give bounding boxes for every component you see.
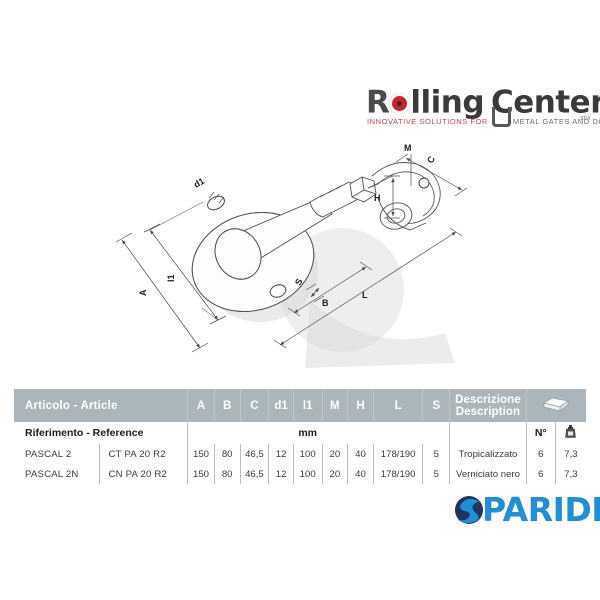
box-icon	[543, 396, 570, 413]
dim-label-H: H	[374, 193, 381, 203]
column-header-packaging	[526, 389, 586, 422]
dim-label-C: C	[425, 154, 437, 165]
cell-description: Verniciato nero	[449, 464, 527, 484]
specification-table: Articolo - Article A B C d1 l1 M H L S D…	[14, 389, 586, 484]
cell-B: 80	[213, 464, 240, 484]
dim-label-L: L	[362, 290, 368, 300]
column-header-L: L	[373, 389, 424, 422]
cell-d1: 12	[268, 444, 294, 464]
subheader-spacer-desc	[449, 422, 527, 444]
description-label-it: Descrizione	[455, 393, 521, 406]
weight-icon	[565, 425, 577, 438]
paride-wordmark: PARIDE	[482, 489, 600, 529]
column-header-d1: d1	[268, 389, 294, 422]
cell-B: 80	[213, 444, 240, 464]
cell-M: 20	[321, 444, 348, 464]
technical-drawing: .dl{stroke:#4d4d4d;stroke-width:0.7;fill…	[110, 140, 480, 370]
cell-A: 150	[187, 464, 215, 484]
column-header-description: Descrizione Description	[449, 389, 527, 422]
legal-suffix: SPA	[580, 116, 591, 122]
cell-H: 40	[347, 444, 374, 464]
cell-quantity: 6	[526, 464, 556, 484]
dim-label-l1: l1	[166, 274, 176, 282]
paride-logo: PARIDE	[452, 489, 600, 529]
dim-label-A: A	[138, 289, 148, 296]
cell-article: PASCAL 2N	[14, 464, 100, 484]
table-row[interactable]: PASCAL 2N CN PA 20 R2 150 80 46,5 12 100…	[14, 464, 586, 484]
subheader-spacer-L	[373, 422, 423, 444]
table-subheader-row: Riferimento - Reference mm N°	[14, 422, 586, 444]
cell-S: 5	[422, 464, 451, 484]
hook-icon	[491, 107, 511, 127]
brand-name-part1: R	[366, 84, 390, 121]
cell-L: 178/190	[372, 464, 423, 484]
subheader-quantity: N°	[526, 422, 556, 444]
description-label-en: Description	[455, 405, 521, 418]
cell-M: 20	[321, 464, 348, 484]
tagline-right: METAL GATES AND DOORS	[512, 117, 600, 126]
column-header-l1: l1	[293, 389, 323, 422]
target-icon	[389, 93, 411, 115]
column-header-C: C	[240, 389, 270, 422]
cell-d1: 12	[268, 464, 294, 484]
paride-swoosh-icon	[452, 492, 486, 526]
column-header-article: Articolo - Article	[14, 389, 189, 422]
cell-C: 46,5	[239, 444, 269, 464]
cell-H: 40	[347, 464, 374, 484]
subheader-weight	[554, 422, 586, 444]
cell-article: PASCAL 2	[14, 444, 100, 464]
table-row[interactable]: PASCAL 2 CT PA 20 R2 150 80 46,5 12 100 …	[14, 444, 586, 464]
subheader-spacer-C	[240, 422, 269, 444]
cell-description: Tropicalizzato	[449, 444, 527, 464]
tagline-left: INNOVATIVE SOLUTIONS FOR	[367, 117, 488, 126]
table-header-row: Articolo - Article A B C d1 l1 M H L S D…	[14, 389, 586, 422]
column-header-S: S	[422, 389, 451, 422]
subheader-spacer-d1	[268, 422, 294, 444]
column-header-A: A	[187, 389, 215, 422]
column-header-H: H	[347, 389, 374, 422]
subheader-reference: Riferimento - Reference	[14, 422, 188, 444]
cell-weight: 7,3	[554, 464, 586, 484]
brand-tagline: INNOVATIVE SOLUTIONS FOR METAL GATES AND…	[367, 107, 600, 127]
cell-S: 5	[422, 444, 451, 464]
cell-reference: CN PA 20 R2	[98, 464, 188, 484]
cell-weight: 7,3	[554, 444, 586, 464]
quantity-label: N°	[534, 427, 547, 439]
subheader-spacer-S	[422, 422, 451, 444]
subheader-spacer-M	[322, 422, 348, 444]
cell-reference: CT PA 20 R2	[98, 444, 188, 464]
column-header-B: B	[214, 389, 241, 422]
dim-label-d1: d1	[192, 176, 206, 190]
cell-A: 150	[187, 444, 215, 464]
dim-label-M: M	[404, 143, 412, 153]
cell-l1: 100	[292, 464, 322, 484]
cell-L: 178/190	[372, 444, 423, 464]
brand-name-part2: lling	[410, 84, 485, 121]
subheader-spacer-H	[347, 422, 374, 444]
cell-C: 46,5	[239, 464, 269, 484]
dim-label-B: B	[322, 298, 329, 308]
cell-l1: 100	[292, 444, 322, 464]
subheader-unit: mm	[293, 422, 322, 444]
subheader-spacer-A	[187, 422, 215, 444]
column-header-M: M	[322, 389, 349, 422]
subheader-spacer-B	[214, 422, 240, 444]
cell-quantity: 6	[526, 444, 556, 464]
